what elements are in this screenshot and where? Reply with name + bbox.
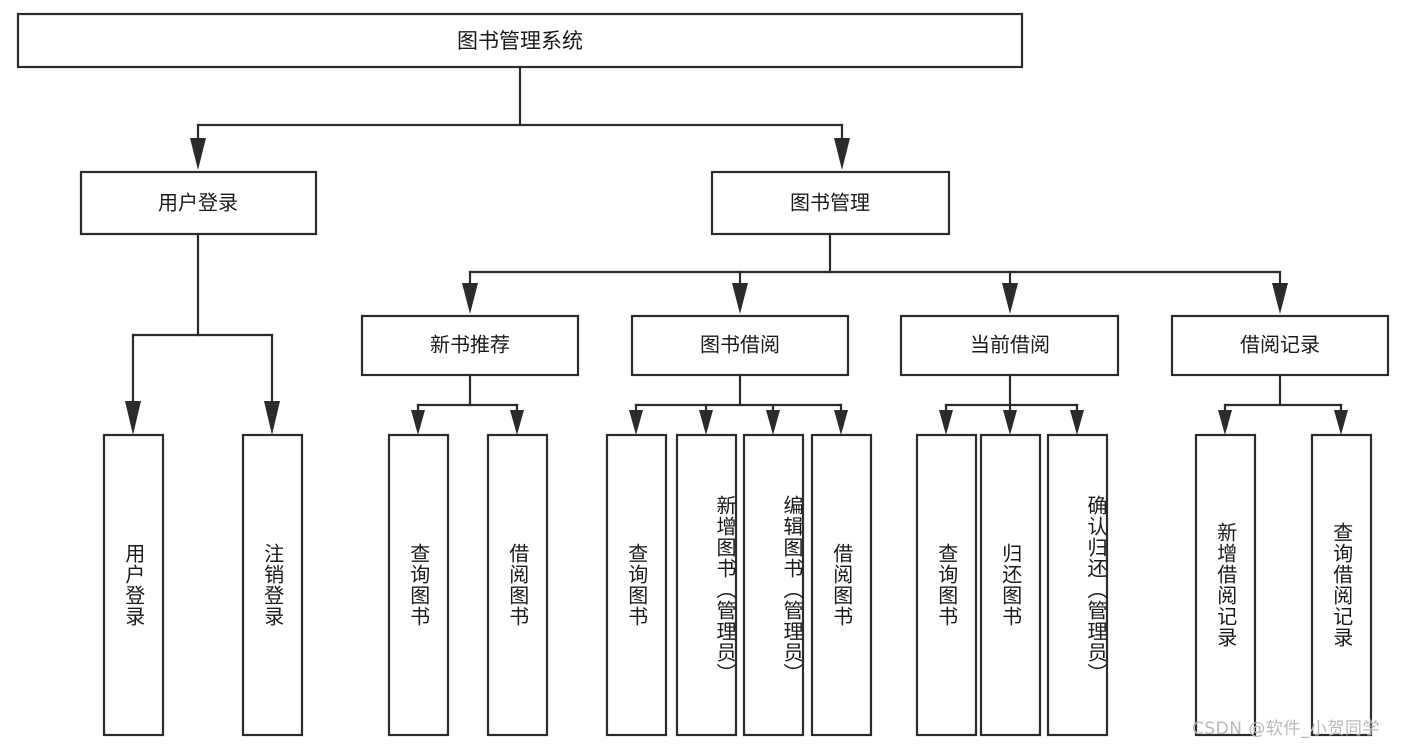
arrow-head-icon <box>834 410 848 435</box>
arrow-head-icon <box>766 410 780 435</box>
node-current-borrow-box <box>899 314 1120 377</box>
arrow-head-icon <box>1002 283 1018 314</box>
node-book-borrow-label: 图书借阅 <box>700 333 780 357</box>
arrow-head-icon <box>1070 410 1084 435</box>
node-borrow-record-label: 借阅记录 <box>1240 333 1320 357</box>
leaf-box-edit-book-admin[interactable] <box>742 433 805 737</box>
arrow-head-icon <box>462 283 478 314</box>
arrow-head-icon <box>1272 283 1288 314</box>
connector-new-book-to-leaves <box>411 373 524 435</box>
leaf-box-query-book-new[interactable] <box>387 433 450 737</box>
node-current-borrow-label: 当前借阅 <box>970 333 1050 357</box>
leaf-box-borrow-book-new[interactable] <box>486 433 549 737</box>
node-user-login-box <box>79 170 318 236</box>
arrow-head-icon <box>125 401 141 435</box>
arrow-head-icon <box>629 410 643 435</box>
node-root-label: 图书管理系统 <box>457 29 583 53</box>
node-book-management[interactable]: 图书管理 <box>710 170 951 236</box>
leaf-box-query-book-current[interactable] <box>915 433 978 737</box>
node-book-borrow[interactable]: 图书借阅 <box>630 314 850 377</box>
arrow-head-icon <box>939 410 953 435</box>
watermark-text: CSDN @软件_小贺同学 <box>1192 719 1380 739</box>
arrow-head-icon <box>190 138 206 170</box>
arrow-head-icon <box>834 138 850 170</box>
arrow-head-icon <box>1003 410 1017 435</box>
leaf-box-return-book[interactable] <box>979 433 1042 737</box>
node-book-management-label: 图书管理 <box>790 191 870 215</box>
connector-book-borrow-to-leaves <box>629 373 848 435</box>
leaf-box-query-borrow-record[interactable] <box>1310 433 1373 737</box>
node-user-login-label: 用户登录 <box>158 191 238 215</box>
leaf-box-add-book-admin[interactable] <box>675 433 738 737</box>
arrow-head-icon <box>699 410 713 435</box>
leaf-box-add-borrow-record[interactable] <box>1194 433 1257 737</box>
connector-current-borrow-to-leaves <box>939 373 1084 435</box>
connector-root-to-level2 <box>190 65 850 170</box>
arrow-head-icon <box>1334 410 1348 435</box>
connector-user-login-to-leaves <box>125 232 280 435</box>
node-borrow-record[interactable]: 借阅记录 <box>1170 314 1390 377</box>
leaf-box-confirm-return-admin[interactable] <box>1046 433 1109 737</box>
arrow-head-icon <box>411 410 425 435</box>
node-new-book-recommend-box <box>360 314 580 377</box>
leaf-box-logout[interactable] <box>241 433 304 737</box>
leaf-box-borrow-book[interactable] <box>810 433 873 737</box>
arrow-head-icon <box>732 283 748 314</box>
arrow-head-icon <box>1218 410 1232 435</box>
node-root[interactable]: 图书管理系统 <box>16 12 1024 69</box>
leaf-box-query-book-borrow[interactable] <box>605 433 668 737</box>
node-new-book-recommend-label: 新书推荐 <box>430 333 510 357</box>
node-new-book-recommend[interactable]: 新书推荐 <box>360 314 580 377</box>
arrow-head-icon <box>510 410 524 435</box>
node-root-box <box>16 12 1024 69</box>
connector-borrow-record-to-leaves <box>1218 373 1348 435</box>
node-current-borrow[interactable]: 当前借阅 <box>899 314 1120 377</box>
leaf-box-user-login[interactable] <box>102 433 165 737</box>
arrow-head-icon <box>264 401 280 435</box>
node-user-login[interactable]: 用户登录 <box>79 170 318 236</box>
connector-book-management-to-level3 <box>462 232 1288 314</box>
